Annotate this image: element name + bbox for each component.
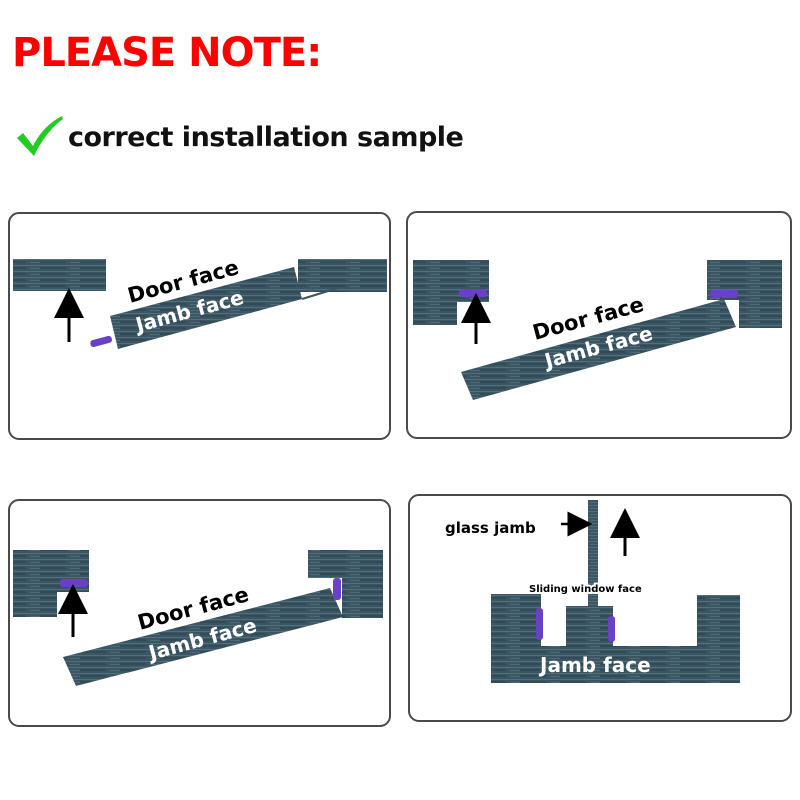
jamb-board [63,588,343,686]
seal-strip-left [60,579,88,587]
page-heading: PLEASE NOTE: [12,30,322,76]
subheading: correct installation sample [68,121,464,153]
seal-strip-left [536,608,543,640]
jamb-profile [491,594,740,683]
seal-strip [90,335,112,348]
door-block-right [707,260,782,328]
seal-strip-right [333,578,341,600]
seal-strip-left [459,289,487,297]
glass-jamb-bar [588,500,598,610]
sliding-window-face-label: Sliding window face [529,584,642,595]
door-block-left [13,259,106,291]
checkmark-icon [17,116,63,156]
panel-3: Door face Jamb face [8,499,391,727]
seal-strip-right [608,616,615,642]
seal-strip-right [710,290,738,298]
door-block-left [13,550,89,617]
panel-4: glass jamb Sliding window face Jamb face [408,494,792,722]
glass-jamb-label: glass jamb [445,519,536,537]
subheading-row: correct installation sample [14,112,464,162]
panel-2: Door face Jamb face [406,211,792,439]
jamb-board [461,299,736,400]
door-block-right [308,550,383,618]
door-block-right [298,259,387,292]
door-block-left [413,260,489,325]
jamb-board [110,267,302,349]
jamb-face-label: Jamb face [538,653,651,677]
jamb-edge-line [301,287,339,300]
panel-1: Door face Jamb face [8,212,391,440]
